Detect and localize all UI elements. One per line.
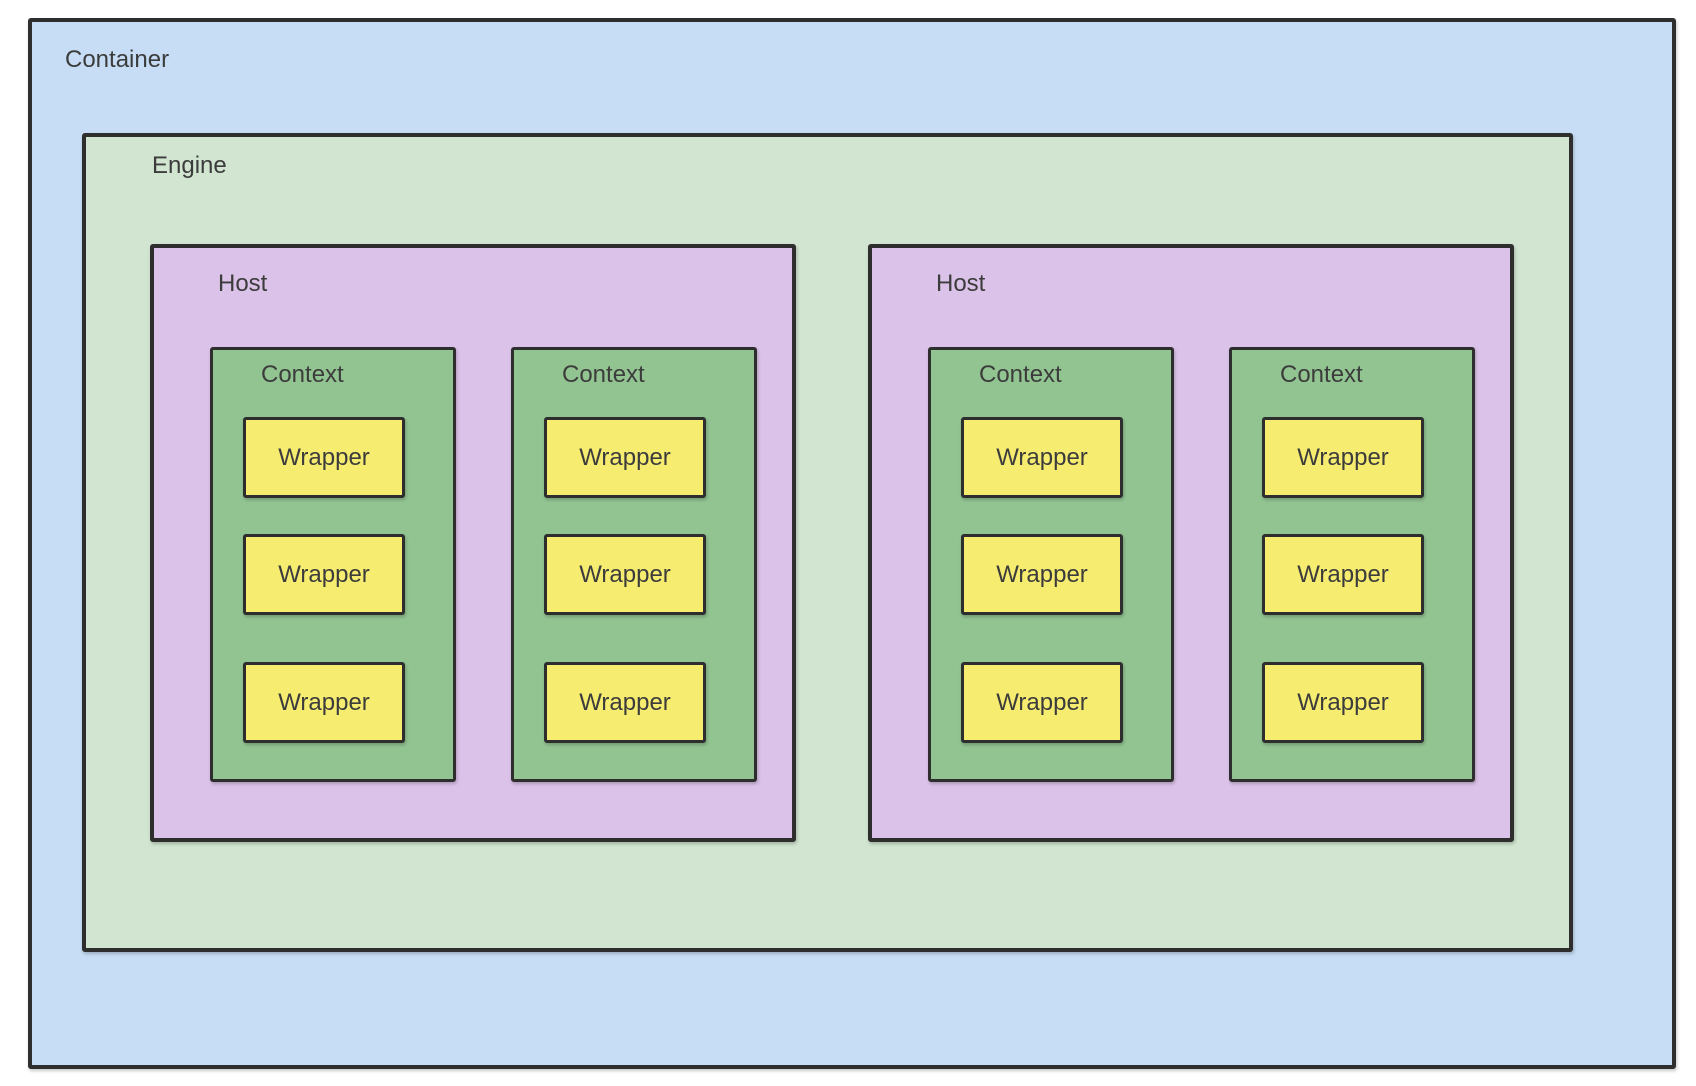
wrapper-box: Wrapper	[1262, 662, 1424, 743]
wrapper-label: Wrapper	[1297, 560, 1389, 588]
wrapper-label: Wrapper	[278, 688, 370, 716]
wrapper-label: Wrapper	[579, 443, 671, 471]
wrapper-label: Wrapper	[1297, 688, 1389, 716]
context-box-2: Context Wrapper Wrapper Wrapper	[511, 347, 757, 782]
wrapper-label: Wrapper	[996, 688, 1088, 716]
host-box-1: Host Context Wrapper Wrapper Wrapper Con…	[150, 244, 796, 842]
wrapper-box: Wrapper	[243, 662, 405, 743]
engine-label: Engine	[152, 152, 227, 179]
wrapper-box: Wrapper	[961, 662, 1123, 743]
wrapper-box: Wrapper	[1262, 417, 1424, 498]
wrapper-box: Wrapper	[961, 417, 1123, 498]
engine-box: Engine Host Context Wrapper Wrapper Wrap…	[82, 133, 1573, 952]
wrapper-box: Wrapper	[544, 417, 706, 498]
host-label: Host	[218, 270, 268, 297]
wrapper-label: Wrapper	[1297, 443, 1389, 471]
wrapper-label: Wrapper	[996, 560, 1088, 588]
wrapper-box: Wrapper	[544, 534, 706, 615]
wrapper-box: Wrapper	[961, 534, 1123, 615]
container-label: Container	[65, 46, 170, 73]
container-box: Container Engine Host Context Wrapper Wr…	[28, 18, 1676, 1069]
wrapper-box: Wrapper	[1262, 534, 1424, 615]
context-label: Context	[562, 361, 645, 388]
wrapper-label: Wrapper	[278, 443, 370, 471]
wrapper-label: Wrapper	[278, 560, 370, 588]
wrapper-label: Wrapper	[579, 560, 671, 588]
context-box-1: Context Wrapper Wrapper Wrapper	[210, 347, 456, 782]
context-label: Context	[1280, 361, 1363, 388]
context-box-4: Context Wrapper Wrapper Wrapper	[1229, 347, 1475, 782]
context-box-3: Context Wrapper Wrapper Wrapper	[928, 347, 1174, 782]
context-label: Context	[979, 361, 1062, 388]
host-box-2: Host Context Wrapper Wrapper Wrapper Con…	[868, 244, 1514, 842]
wrapper-box: Wrapper	[544, 662, 706, 743]
wrapper-label: Wrapper	[996, 443, 1088, 471]
context-label: Context	[261, 361, 344, 388]
wrapper-label: Wrapper	[579, 688, 671, 716]
host-label: Host	[936, 270, 986, 297]
wrapper-box: Wrapper	[243, 534, 405, 615]
wrapper-box: Wrapper	[243, 417, 405, 498]
